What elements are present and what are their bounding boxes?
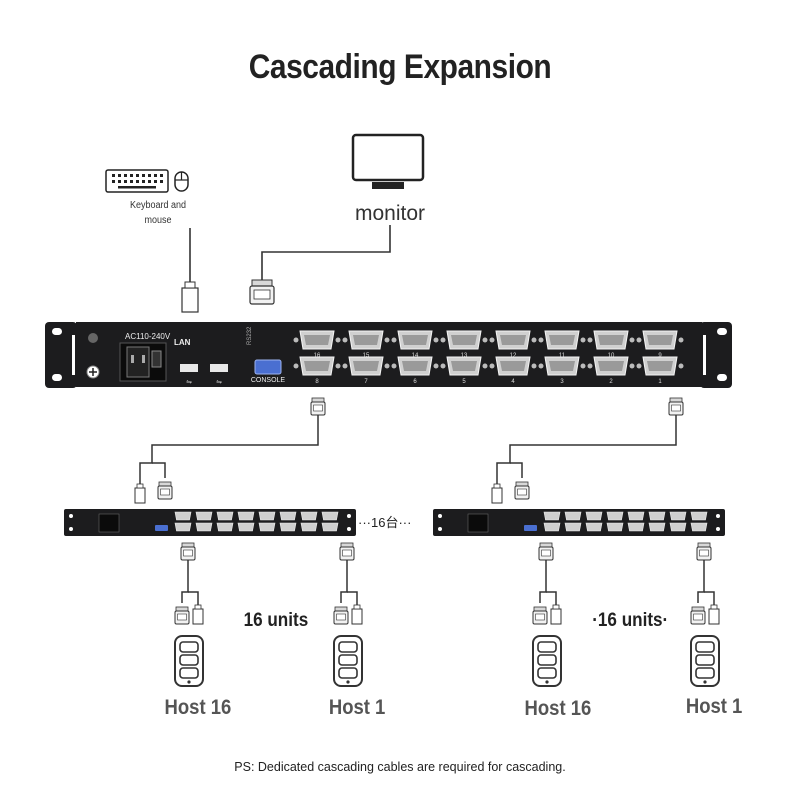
vga-port [279,511,297,521]
port-number-label: 8 [315,379,319,385]
monitor-icon [351,133,425,189]
main-port-grid: 16 8 15 7 14 6 13 5 12 4 11 3 10 2 9 1 [293,330,684,385]
vga-port [564,522,582,532]
vga-port [258,522,276,532]
usb-plug-icon [708,604,720,625]
vga-plug-icon [157,481,173,500]
port-number-label: 2 [609,379,613,385]
vga-plug-icon [532,606,548,625]
vga-port [258,511,276,521]
vga-plug-icon [174,606,190,625]
port-number-label: 15 [363,353,370,359]
svg-text:⇋: ⇋ [216,379,222,386]
vga-port [690,522,708,532]
port-number-label: 7 [364,379,368,385]
vga-port [669,511,687,521]
console-label: CONSOLE [251,377,286,384]
vga-port [669,522,687,532]
host-1-label-right: Host 1 [685,695,743,718]
units-label-right: ·16 units· [592,610,669,631]
vga-port [195,522,213,532]
vga-port [606,511,624,521]
vga-port [174,522,192,532]
port-number-label: 1 [658,379,662,385]
vga-port [690,511,708,521]
lan-label: LAN [174,338,191,347]
host-icon [690,635,720,687]
usb-plug-icon [134,483,146,504]
vga-port [585,511,603,521]
monitor-label: monitor [354,202,426,225]
host-1-label-left: Host 1 [328,696,386,719]
vga-port [543,522,561,532]
host-icon [333,635,363,687]
vga-port [321,511,339,521]
vga-port [216,522,234,532]
host-16-label-right: Host 16 [524,697,592,720]
vga-plug-icon [538,542,554,561]
vga-port [627,511,645,521]
usb-plug-icon [550,604,562,625]
cable-lines-top [189,225,391,282]
host-icon [174,635,204,687]
vga-port [585,522,603,532]
host-cable-lines [181,560,715,606]
vga-port [174,511,192,521]
port-number-label: 9 [658,353,662,359]
host-icon [532,635,562,687]
port-number-label: 11 [559,353,566,359]
vga-port [321,522,339,532]
vga-plug-icon [180,542,196,561]
vga-port [216,511,234,521]
port-number-label: 5 [462,379,466,385]
port-number-label: 10 [608,353,615,359]
port-number-label: 6 [413,379,417,385]
cascade-count-label: ···16台··· [358,515,412,530]
vga-port [279,522,297,532]
vga-port [627,522,645,532]
vga-plug-icon [690,606,706,625]
vga-plug-icon [249,279,275,305]
vga-plug-icon [339,542,355,561]
vga-port [648,522,666,532]
port-number-label: 16 [314,353,321,359]
vga-port [237,511,255,521]
keyboard-icon [105,169,169,193]
vga-port [564,511,582,521]
rs232-label: RS232 [247,326,253,345]
port-number-label: 14 [412,353,419,359]
usb-plug-icon [192,604,204,625]
vga-port [300,511,318,521]
vga-plug-icon [696,542,712,561]
port-number-label: 4 [511,379,515,385]
port-number-label: 3 [560,379,564,385]
usb-plug-icon [351,604,363,625]
host-16-label-left: Host 16 [164,696,232,719]
vga-port [195,511,213,521]
page-title: Cascading Expansion [248,48,552,86]
mouse-icon [174,171,189,192]
vga-port [543,511,561,521]
keyboard-mouse-label: Keyboard and mouse [129,200,187,226]
vga-port [237,522,255,532]
units-label-left: 16 units [243,610,309,631]
vga-plug-icon [310,397,326,416]
power-label: AC110-240V [125,332,171,341]
vga-port [606,522,624,532]
vga-plug-icon [514,481,530,500]
port-number-label: 13 [461,353,468,359]
vga-plug-icon [668,397,684,416]
usb-plug-icon [181,281,199,313]
svg-text:⇋: ⇋ [186,379,192,386]
footnote: PS: Dedicated cascading cables are requi… [234,760,566,774]
usb-plug-icon [491,483,503,504]
vga-port [300,522,318,532]
vga-port [648,511,666,521]
cascade-cable-lines [139,415,677,484]
port-number-label: 12 [510,353,517,359]
vga-plug-icon [333,606,349,625]
